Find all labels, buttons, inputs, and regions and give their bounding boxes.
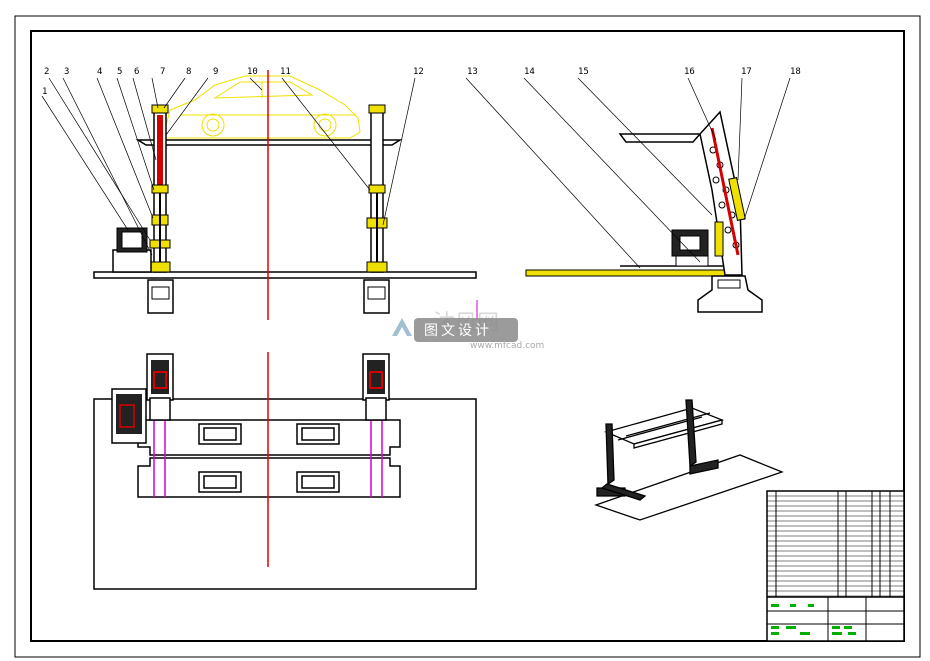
callout-18: 18	[790, 67, 801, 77]
watermark: 沐风网 图文设计 www.mfcad.com	[392, 311, 544, 351]
callout-9: 9	[213, 67, 218, 77]
side-platform	[618, 133, 702, 143]
watermark-site: www.mfcad.com	[470, 341, 544, 351]
power-unit	[112, 227, 152, 273]
title-block-rows	[767, 495, 904, 597]
isometric-view	[594, 399, 784, 521]
callout-16: 16	[684, 67, 695, 77]
side-view	[476, 110, 763, 320]
front-view	[93, 70, 477, 320]
callout-1: 1	[42, 87, 47, 97]
plan-column-left	[146, 353, 174, 421]
car-outline	[164, 75, 361, 139]
callout-17: 17	[741, 67, 752, 77]
left-column	[149, 104, 171, 273]
watermark-title-box	[414, 318, 518, 342]
callout-leaders	[41, 77, 791, 269]
watermark-logo-icon	[392, 318, 412, 336]
lifting-arm	[699, 110, 743, 276]
inner-frame	[30, 30, 905, 642]
plan-platform-lower	[137, 457, 401, 498]
plan-column-right	[362, 353, 390, 421]
callout-5: 5	[117, 67, 122, 77]
iso-column-right	[685, 399, 697, 468]
plan-power-unit	[111, 388, 147, 444]
car-platform	[135, 139, 403, 146]
callout-7: 7	[160, 67, 165, 77]
watermark-title: 图文设计	[424, 323, 492, 339]
callout-14: 14	[524, 67, 535, 77]
callout-8: 8	[186, 67, 191, 77]
right-column	[366, 104, 388, 273]
plan-view	[93, 352, 477, 590]
callout-6: 6	[134, 67, 139, 77]
side-base-foot	[697, 275, 763, 313]
callout-13: 13	[467, 67, 478, 77]
iso-column-left	[605, 423, 615, 486]
plan-platform-upper	[137, 419, 401, 456]
callout-11: 11	[280, 67, 291, 77]
callout-4: 4	[97, 67, 102, 77]
callout-12: 12	[413, 67, 424, 77]
callout-3: 3	[64, 67, 69, 77]
title-block-green-marks	[771, 604, 856, 635]
callout-2: 2	[44, 67, 49, 77]
ground-base	[93, 271, 477, 279]
side-ground-rail	[525, 269, 729, 277]
callout-10: 10	[247, 67, 258, 77]
callout-15: 15	[578, 67, 589, 77]
callout-labels: 1 2 3 4 5 6 7 8 9 10 11 12 13 14 15 16 1…	[42, 67, 801, 97]
outer-border	[14, 15, 921, 658]
